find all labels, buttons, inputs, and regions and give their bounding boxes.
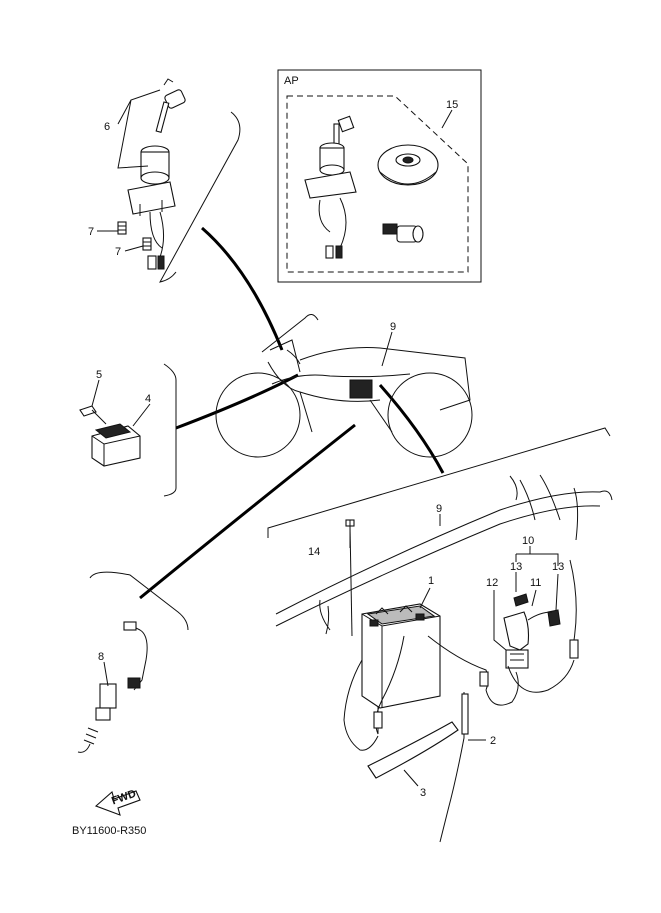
callout-11: 11 bbox=[530, 577, 541, 589]
key-icon bbox=[155, 78, 186, 133]
neutral-switch-icon bbox=[77, 621, 148, 753]
callout-9b: 9 bbox=[436, 503, 442, 515]
main-switch-kit-icon bbox=[304, 115, 357, 259]
ap-kit-parts bbox=[304, 109, 453, 259]
callout-6: 6 bbox=[104, 121, 110, 133]
callout-10: 10 bbox=[522, 535, 534, 547]
callout-7a: 7 bbox=[88, 226, 94, 238]
relay-group bbox=[79, 363, 177, 497]
wire-harness-icon bbox=[275, 474, 613, 635]
harness-battery-group bbox=[267, 331, 613, 843]
seat-lock-icon bbox=[382, 223, 424, 243]
callout-9a: 9 bbox=[390, 321, 396, 333]
callout-15: 15 bbox=[446, 99, 458, 111]
callout-8: 8 bbox=[98, 651, 104, 663]
battery-icon bbox=[361, 603, 441, 709]
fuel-cap-icon bbox=[377, 144, 439, 186]
bolt-icon bbox=[79, 405, 107, 425]
main-switch-group bbox=[97, 78, 241, 283]
main-switch-icon bbox=[127, 145, 176, 270]
callout-5: 5 bbox=[96, 369, 102, 381]
ap-label: AP bbox=[284, 75, 299, 87]
callout-12: 12 bbox=[486, 577, 498, 589]
callout-labels: 6 7 7 15 9 5 4 9 14 10 13 13 1 12 11 8 2… bbox=[88, 99, 564, 799]
callout-4: 4 bbox=[145, 393, 151, 405]
connection-lines bbox=[139, 226, 445, 600]
fuse-box-icon bbox=[503, 559, 579, 693]
callout-14: 14 bbox=[308, 546, 320, 558]
motorcycle-outline bbox=[215, 314, 473, 458]
callout-2: 2 bbox=[490, 735, 496, 747]
relay-icon bbox=[91, 423, 141, 467]
callout-1: 1 bbox=[428, 575, 434, 587]
callout-13b: 13 bbox=[552, 561, 564, 573]
neutral-switch-group bbox=[77, 571, 189, 753]
breather-hose-icon bbox=[439, 692, 469, 843]
drawing-code: BY11600-R350 bbox=[72, 825, 146, 837]
fwd-arrow-icon: FWD bbox=[94, 788, 141, 816]
callout-3: 3 bbox=[420, 787, 426, 799]
screw-icon bbox=[117, 221, 152, 251]
callout-13a: 13 bbox=[510, 561, 522, 573]
callout-7b: 7 bbox=[115, 246, 121, 258]
ap-kit-box: AP bbox=[277, 69, 482, 283]
battery-strap-icon bbox=[367, 721, 459, 779]
